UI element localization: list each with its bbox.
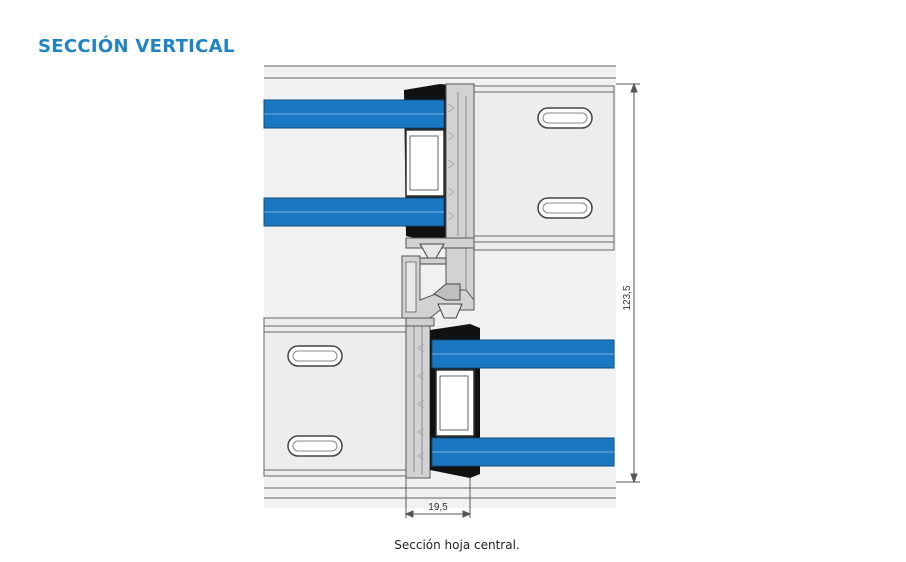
lower-slot-1 (287, 345, 343, 367)
lower-wedge (437, 303, 463, 319)
lower-top-cap (405, 317, 435, 327)
top-rail-lines (264, 65, 616, 79)
lower-slot-2-inner (292, 440, 338, 452)
width-dimension-label: 19,5 (428, 502, 448, 513)
upper-slot-1-inner (542, 112, 588, 124)
upper-slot-2-inner (542, 202, 588, 214)
figure-caption: Sección hoja central. (394, 538, 520, 552)
lower-slot-1-inner (292, 350, 338, 362)
upper-gasket-teeth (447, 103, 455, 221)
lower-gasket-teeth (417, 343, 425, 461)
interlock-clip (433, 283, 461, 301)
upper-slot-2 (537, 197, 593, 219)
page-title: SECCIÓN VERTICAL (38, 36, 235, 57)
height-dimension-label: 123,5 (622, 285, 633, 310)
height-dimension (616, 82, 640, 484)
width-dimension (404, 478, 472, 518)
lower-slot-2 (287, 435, 343, 457)
lower-profile (405, 317, 431, 479)
bottom-rail-lines (264, 487, 616, 499)
upper-slot-1 (537, 107, 593, 129)
upper-profile (445, 83, 475, 311)
